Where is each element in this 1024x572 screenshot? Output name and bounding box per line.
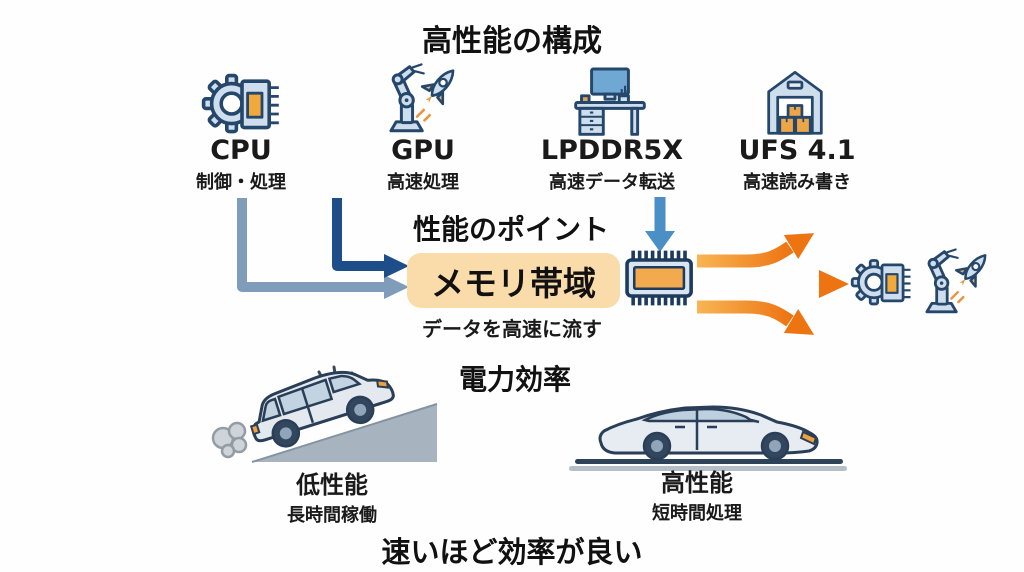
ram-chip-icon — [625, 250, 693, 306]
high-performance-label: 高性能 短時間処理 — [587, 469, 807, 525]
suv-climbing-hill-icon — [211, 365, 438, 463]
memory-bandwidth-caption: データを高速に流す — [422, 317, 602, 341]
component-sub: 高速読み書き — [743, 172, 851, 193]
component-name: UFS 4.1 — [738, 135, 856, 166]
suv-car — [249, 370, 395, 448]
section-title-performance-point: 性能のポイント — [412, 213, 609, 246]
robot-arm-rocket-icon — [389, 63, 455, 133]
component-ufs: UFS 4.1 高速読み書き — [697, 137, 897, 194]
low-performance-label: 低性能 長時間稼働 — [222, 471, 442, 527]
component-gpu: GPU 高速処理 — [323, 137, 523, 194]
cpu-chip-gear-icon — [850, 259, 911, 306]
warehouse-boxes-icon — [767, 70, 823, 135]
exhaust-smoke — [211, 421, 248, 459]
component-sub: 高速データ転送 — [549, 172, 675, 193]
desk-monitor-icon — [574, 67, 646, 136]
component-sub: 制御・処理 — [196, 172, 286, 193]
component-name: GPU — [391, 135, 455, 166]
footer-caption: 速いほど効率が良い — [381, 535, 643, 569]
scene-sub: 長時間稼働 — [287, 505, 377, 527]
component-cpu: CPU 制御・処理 — [141, 137, 341, 194]
memory-bandwidth-box: メモリ帯域 — [407, 253, 620, 308]
road — [575, 459, 843, 464]
robot-arm-rocket-icon — [925, 248, 987, 314]
bandwidth-output-arrows — [697, 233, 849, 335]
component-name: CPU — [210, 135, 272, 166]
component-sub: 高速処理 — [387, 172, 459, 193]
sedan-car — [598, 405, 819, 461]
sedan-flat-road-icon — [569, 405, 847, 471]
component-lpddr5x: LPDDR5X 高速データ転送 — [512, 137, 712, 194]
scene-title: 低性能 — [296, 471, 368, 499]
section-title-configuration: 高性能の構成 — [422, 24, 602, 59]
scene-title: 高性能 — [661, 469, 733, 497]
component-name: LPDDR5X — [540, 135, 684, 166]
scene-sub: 短時間処理 — [652, 503, 742, 525]
cpu-chip-gear-icon — [201, 73, 279, 134]
section-title-power-efficiency: 電力効率 — [458, 363, 571, 396]
